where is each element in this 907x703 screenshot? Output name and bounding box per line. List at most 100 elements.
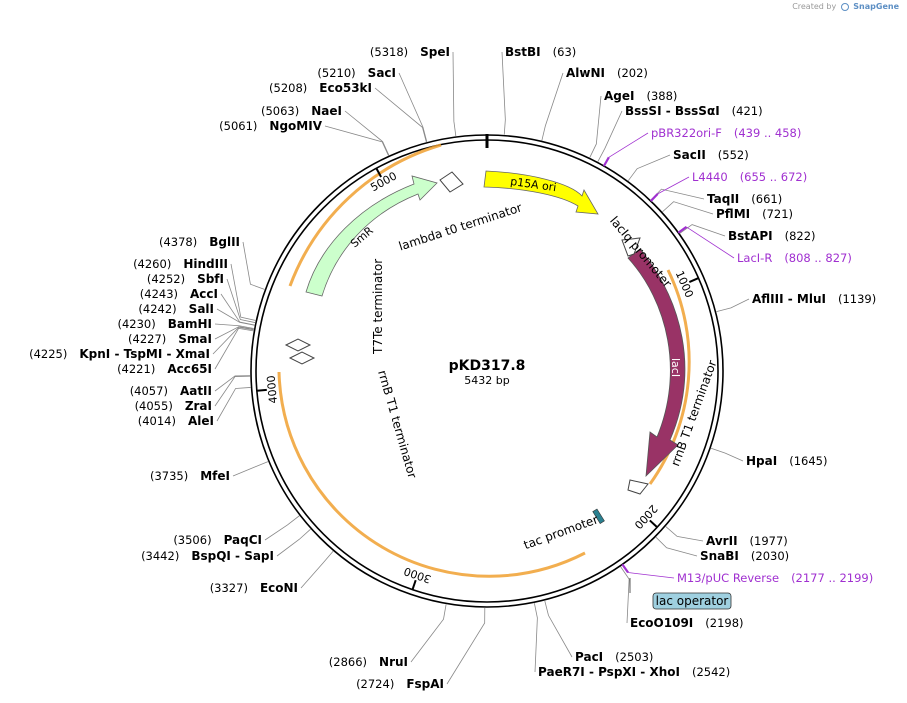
site-position: (822) [785,229,816,243]
site-leader [300,550,334,589]
site-position: (5318) [370,45,408,59]
restriction-site[interactable]: (4057)AatII [130,384,212,398]
tick-mark [411,579,417,590]
site-position: (63) [553,45,577,59]
feature-smr [305,175,438,297]
restriction-site[interactable]: (2866)NruI [329,655,408,669]
restriction-site[interactable]: SnaBI(2030) [700,549,789,563]
site-leaders [212,51,750,685]
site-leader [589,95,602,158]
restriction-site[interactable]: PacI(2503) [575,650,653,664]
primer[interactable]: M13/pUC Reverse(2177 .. 2199) [677,571,873,585]
primer[interactable]: L4440(655 .. 672) [692,170,807,184]
site-name: SacI [368,66,396,80]
restriction-site[interactable]: (4055)ZraI [135,399,212,413]
site-position: (4260) [133,257,171,271]
restriction-site[interactable]: (5318)SpeI [370,45,450,59]
restriction-site[interactable]: PaeR7I - PspXI - XhoI(2542) [538,665,730,679]
orf-arc-smr [288,143,442,287]
site-position: (5208) [269,81,307,95]
site-leader [716,298,750,312]
restriction-site[interactable]: BssSI - BssSαI(421) [625,104,763,118]
credit-brand: SnapGene [853,2,899,11]
restriction-site[interactable]: (3506)PaqCI [173,533,262,547]
rrnb-t1-terminator-arrow-right [627,479,649,495]
feature-laci [627,248,686,478]
site-position: (2542) [692,665,730,679]
rrnb-t1-t7te-arrows-left [284,338,316,365]
restriction-site[interactable]: HpaI(1645) [746,454,827,468]
site-name: SbfI [197,272,224,286]
restriction-site[interactable]: (3442)BspQI - SapI [141,549,274,563]
primer[interactable]: LacI-R(808 .. 827) [737,251,852,265]
restriction-site[interactable]: AflIII - MluI(1139) [752,292,876,306]
restriction-site[interactable]: TaqII(661) [707,192,782,206]
restriction-site[interactable]: AgeI(388) [604,89,677,103]
restriction-site[interactable]: AlwNI(202) [566,66,648,80]
site-leader [324,125,389,156]
orf-arc-laci [648,269,691,485]
restriction-site[interactable]: BstAPI(822) [728,229,816,243]
site-leader [662,201,714,215]
site-leader [212,326,254,355]
site-position: (1645) [789,454,827,468]
site-position: (4243) [140,287,178,301]
primer-leader [608,132,649,158]
restriction-site[interactable]: (4230)BamHI [117,317,212,331]
tick-mark [375,167,382,178]
site-leader [216,387,251,422]
site-leader [220,293,255,326]
site-leader [264,515,300,541]
restriction-site[interactable]: (4221)Acc65I [117,362,212,376]
site-leader [665,526,704,542]
tick-label: 4000 [265,375,280,404]
site-name: HindIII [183,257,228,271]
site-name: AatII [180,384,212,398]
site-name: NgoMIV [269,119,322,133]
restriction-site[interactable]: (4225)KpnI - TspMI - XmaI [29,347,210,361]
restriction-site[interactable]: (4242)SalI [138,302,214,316]
restriction-site[interactable]: SacII(552) [673,148,749,162]
site-position: (3442) [141,549,179,563]
tick-label: 5000 [368,169,399,194]
primer[interactable]: pBR322ori-F (439 .. 458) [651,126,801,140]
restriction-site[interactable]: AvrII(1977) [706,534,788,548]
site-leader [679,224,726,237]
site-position: (4230) [117,317,155,331]
primer-range: (439 .. 458) [734,126,802,140]
site-leader [226,278,256,323]
feature-label-p15a-ori: p15A ori [509,175,557,194]
tick-mark [688,277,699,283]
site-leader [410,604,447,663]
restriction-site[interactable]: (5061)NgoMIV [219,119,323,133]
restriction-site[interactable]: PflMI(721) [716,207,793,221]
primer-name: L4440 [692,170,728,184]
feature-label-tac-promoter: tac promoter [522,512,600,552]
plasmid-name: pKD317.8 [449,358,526,374]
restriction-site[interactable]: (4252)SbfI [147,272,224,286]
restriction-site[interactable]: (3735)MfeI [150,469,230,483]
restriction-site[interactable]: EcoO109I(2198) [630,616,744,630]
restriction-site[interactable]: (4227)SmaI [128,332,212,346]
restriction-site[interactable]: (2724)FspAI [356,677,444,691]
restriction-site[interactable]: (4243)AccI [140,287,218,301]
restriction-site[interactable]: (4014)AleI [138,414,214,428]
restriction-site[interactable]: (5210)SacI [317,66,396,80]
restriction-site[interactable]: (3327)EcoNI [210,581,298,595]
primer-range: (808 .. 827) [784,251,852,265]
credit-prefix: Created by [792,2,837,11]
site-position: (4055) [135,399,173,413]
feature-label-laci: lacI [669,358,682,377]
restriction-site[interactable]: (5063)NaeI [261,104,342,118]
site-leader [541,72,564,141]
restriction-site[interactable]: (4378)BglII [159,235,240,249]
primer-name: pBR322ori-F [651,126,722,140]
tick-label: 1000 [673,269,696,300]
restriction-site[interactable]: (5208)Eco53kI [269,81,372,95]
site-position: (4242) [138,302,176,316]
restriction-site[interactable]: (4260) HindIII [133,257,228,271]
site-name: SmaI [178,332,212,346]
restriction-site[interactable]: BstBI(63) [505,45,576,59]
feature-label-lambda-t0: lambda t0 terminator [397,200,524,253]
primer-leader [657,176,690,195]
